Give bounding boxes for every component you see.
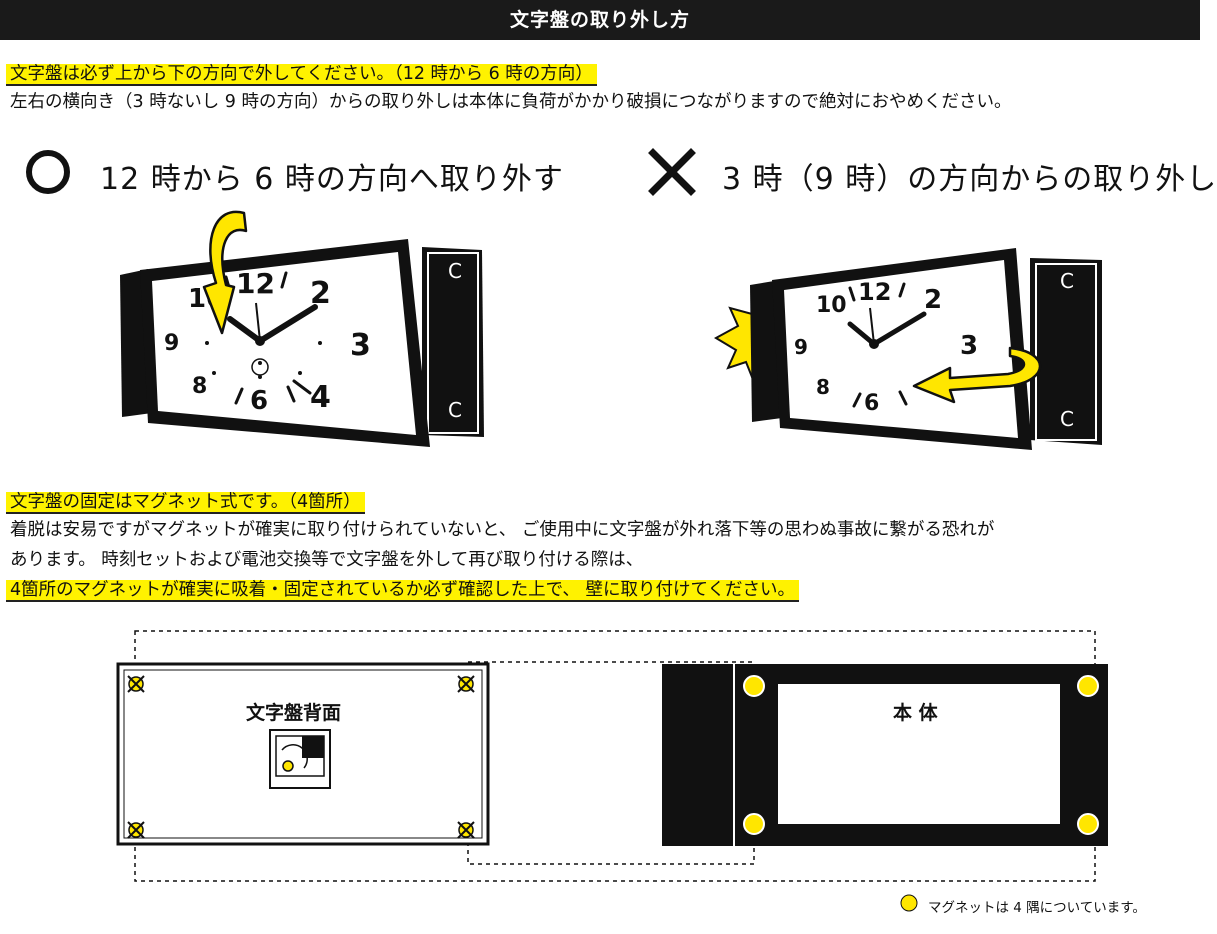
section1-body: 左右の横向き（3 時ないし 9 時の方向）からの取り外しは本体に負荷がかかり破損… (10, 92, 1012, 112)
svg-text:6: 6 (864, 391, 879, 416)
magnet-legend-text: マグネットは 4 隅についています。 (928, 900, 1146, 916)
svg-text:6: 6 (250, 386, 268, 416)
section2-body-line2: あります。 時刻セットおよび電池交換等で文字盤を外して再び取り付ける際は、 (10, 550, 644, 570)
svg-text:8: 8 (192, 374, 207, 399)
dial-back-label: 文字盤背面 (246, 702, 342, 724)
section2-body-line1: 着脱は安易ですがマグネットが確実に取り付けられていないと、 ご使用中に文字盤が外… (10, 520, 995, 540)
magnet-diagram (100, 620, 1120, 890)
cross-ng-icon (648, 148, 696, 196)
svg-text:12: 12 (858, 278, 891, 306)
magnet-legend-icon (900, 894, 918, 912)
svg-text:8: 8 (816, 375, 830, 399)
clock-illustration-ok: C C 10 12 2 9 3 8 6 4 (110, 195, 495, 460)
clock-illustration-ng: C C 10 12 2 9 3 8 6 (710, 240, 1110, 455)
svg-text:12: 12 (236, 267, 275, 300)
svg-text:C: C (448, 259, 462, 283)
section1-heading: 文字盤は必ず上から下の方向で外してください。（12 時から 6 時の方向） (6, 60, 597, 86)
page-title: 文字盤の取り外し方 (0, 0, 1200, 40)
svg-text:3: 3 (960, 331, 978, 361)
svg-text:4: 4 (310, 380, 331, 415)
svg-text:C: C (1060, 407, 1074, 431)
section2-heading: 文字盤の固定はマグネット式です。（4箇所） (6, 488, 365, 514)
svg-text:3: 3 (350, 328, 371, 363)
ng-example-label: 3 時（9 時）の方向からの取り外し (722, 162, 1217, 197)
body-label: 本 体 (893, 702, 938, 724)
svg-text:2: 2 (924, 285, 942, 315)
svg-text:9: 9 (164, 331, 179, 356)
svg-text:2: 2 (310, 276, 331, 311)
circle-ok-icon (24, 148, 72, 196)
svg-text:C: C (448, 398, 462, 422)
section2-highlight: 4箇所のマグネットが確実に吸着・固定されているか必ず確認した上で、 壁に取り付け… (6, 576, 799, 602)
svg-text:10: 10 (816, 293, 847, 318)
svg-text:C: C (1060, 269, 1074, 293)
svg-text:9: 9 (794, 335, 808, 359)
ok-example-label: 12 時から 6 時の方向へ取り外す (100, 162, 564, 197)
